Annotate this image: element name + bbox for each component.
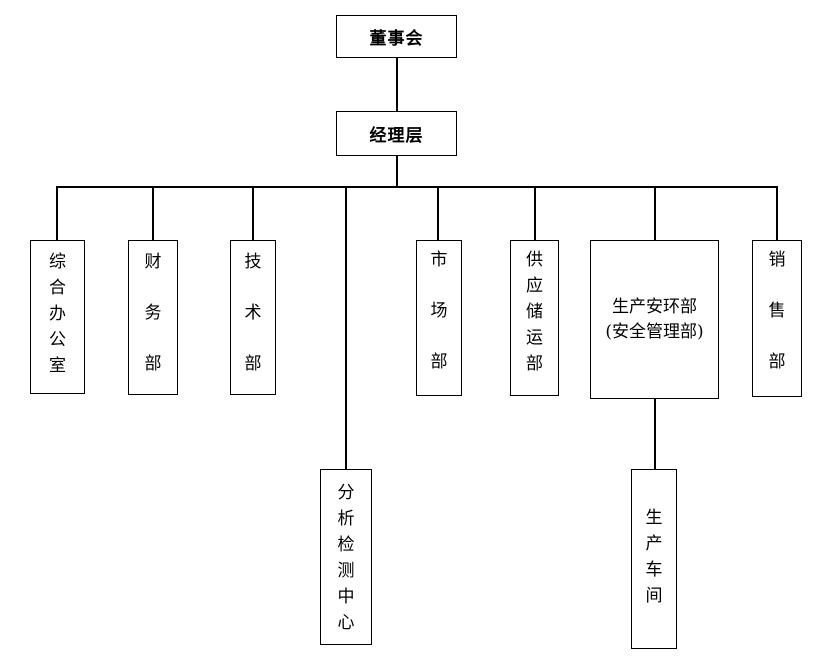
supply-storage-char: 储 — [526, 302, 543, 322]
drop-line-sales — [776, 186, 778, 241]
market-char: 场 — [430, 301, 448, 321]
general-office-char: 办 — [49, 304, 66, 324]
market-char: 市 — [430, 250, 448, 270]
workshop-char: 车 — [645, 560, 663, 580]
general-office-char: 综 — [49, 252, 66, 272]
analysis-center-char: 心 — [337, 613, 355, 633]
drop-line-safety — [654, 186, 656, 241]
technology-char: 术 — [244, 303, 262, 323]
sales-box: 销 售 部 — [752, 240, 802, 397]
analysis-center-char: 中 — [337, 587, 355, 607]
technology-char: 技 — [244, 252, 262, 272]
drop-line-finance — [152, 186, 154, 241]
management-box: 经理层 — [336, 111, 457, 156]
supply-storage-char: 部 — [526, 354, 543, 374]
general-office-box: 综 合 办 公 室 — [30, 240, 85, 394]
sales-char: 部 — [768, 352, 786, 372]
analysis-center-box: 分 析 检 测 中 心 — [320, 469, 372, 645]
workshop-char: 间 — [645, 586, 663, 606]
finance-box: 财 务 部 — [128, 240, 178, 395]
drop-line-technology — [252, 186, 254, 241]
horizontal-bus-line — [56, 186, 778, 188]
finance-char: 财 — [144, 252, 162, 272]
supply-storage-char: 供 — [526, 250, 543, 270]
general-office-char: 公 — [49, 330, 66, 350]
management-to-bus-line — [396, 155, 398, 187]
workshop-char: 生 — [645, 508, 663, 528]
technology-char: 部 — [244, 354, 262, 374]
drop-line-analysis-center — [345, 186, 347, 469]
sales-char: 售 — [768, 301, 786, 321]
drop-line-supply — [534, 186, 536, 241]
market-char: 部 — [430, 352, 448, 372]
supply-storage-box: 供 应 储 运 部 — [510, 240, 559, 396]
safety-box: 生产安环部 (安全管理部) — [590, 240, 719, 399]
finance-char: 务 — [144, 303, 162, 323]
safety-label-line1: 生产安环部 — [612, 296, 697, 317]
workshop-char: 产 — [645, 534, 663, 554]
management-label: 经理层 — [369, 126, 424, 146]
supply-storage-char: 运 — [526, 328, 543, 348]
board-to-management-line — [396, 57, 398, 112]
supply-storage-char: 应 — [526, 276, 543, 296]
market-box: 市 场 部 — [416, 240, 462, 396]
general-office-char: 合 — [49, 278, 66, 298]
sales-char: 销 — [768, 250, 786, 270]
board-box: 董事会 — [336, 15, 457, 58]
board-label: 董事会 — [369, 29, 424, 49]
analysis-center-char: 测 — [337, 561, 355, 581]
analysis-center-char: 析 — [337, 509, 355, 529]
general-office-char: 室 — [49, 356, 66, 376]
drop-line-general-office — [56, 186, 58, 240]
drop-line-market — [437, 186, 439, 241]
technology-box: 技 术 部 — [230, 240, 276, 395]
safety-label-line2: (安全管理部) — [605, 321, 704, 342]
analysis-center-char: 检 — [337, 535, 355, 555]
finance-char: 部 — [144, 354, 162, 374]
safety-to-workshop-line — [654, 398, 656, 470]
workshop-box: 生 产 车 间 — [631, 469, 677, 649]
analysis-center-char: 分 — [337, 483, 355, 503]
